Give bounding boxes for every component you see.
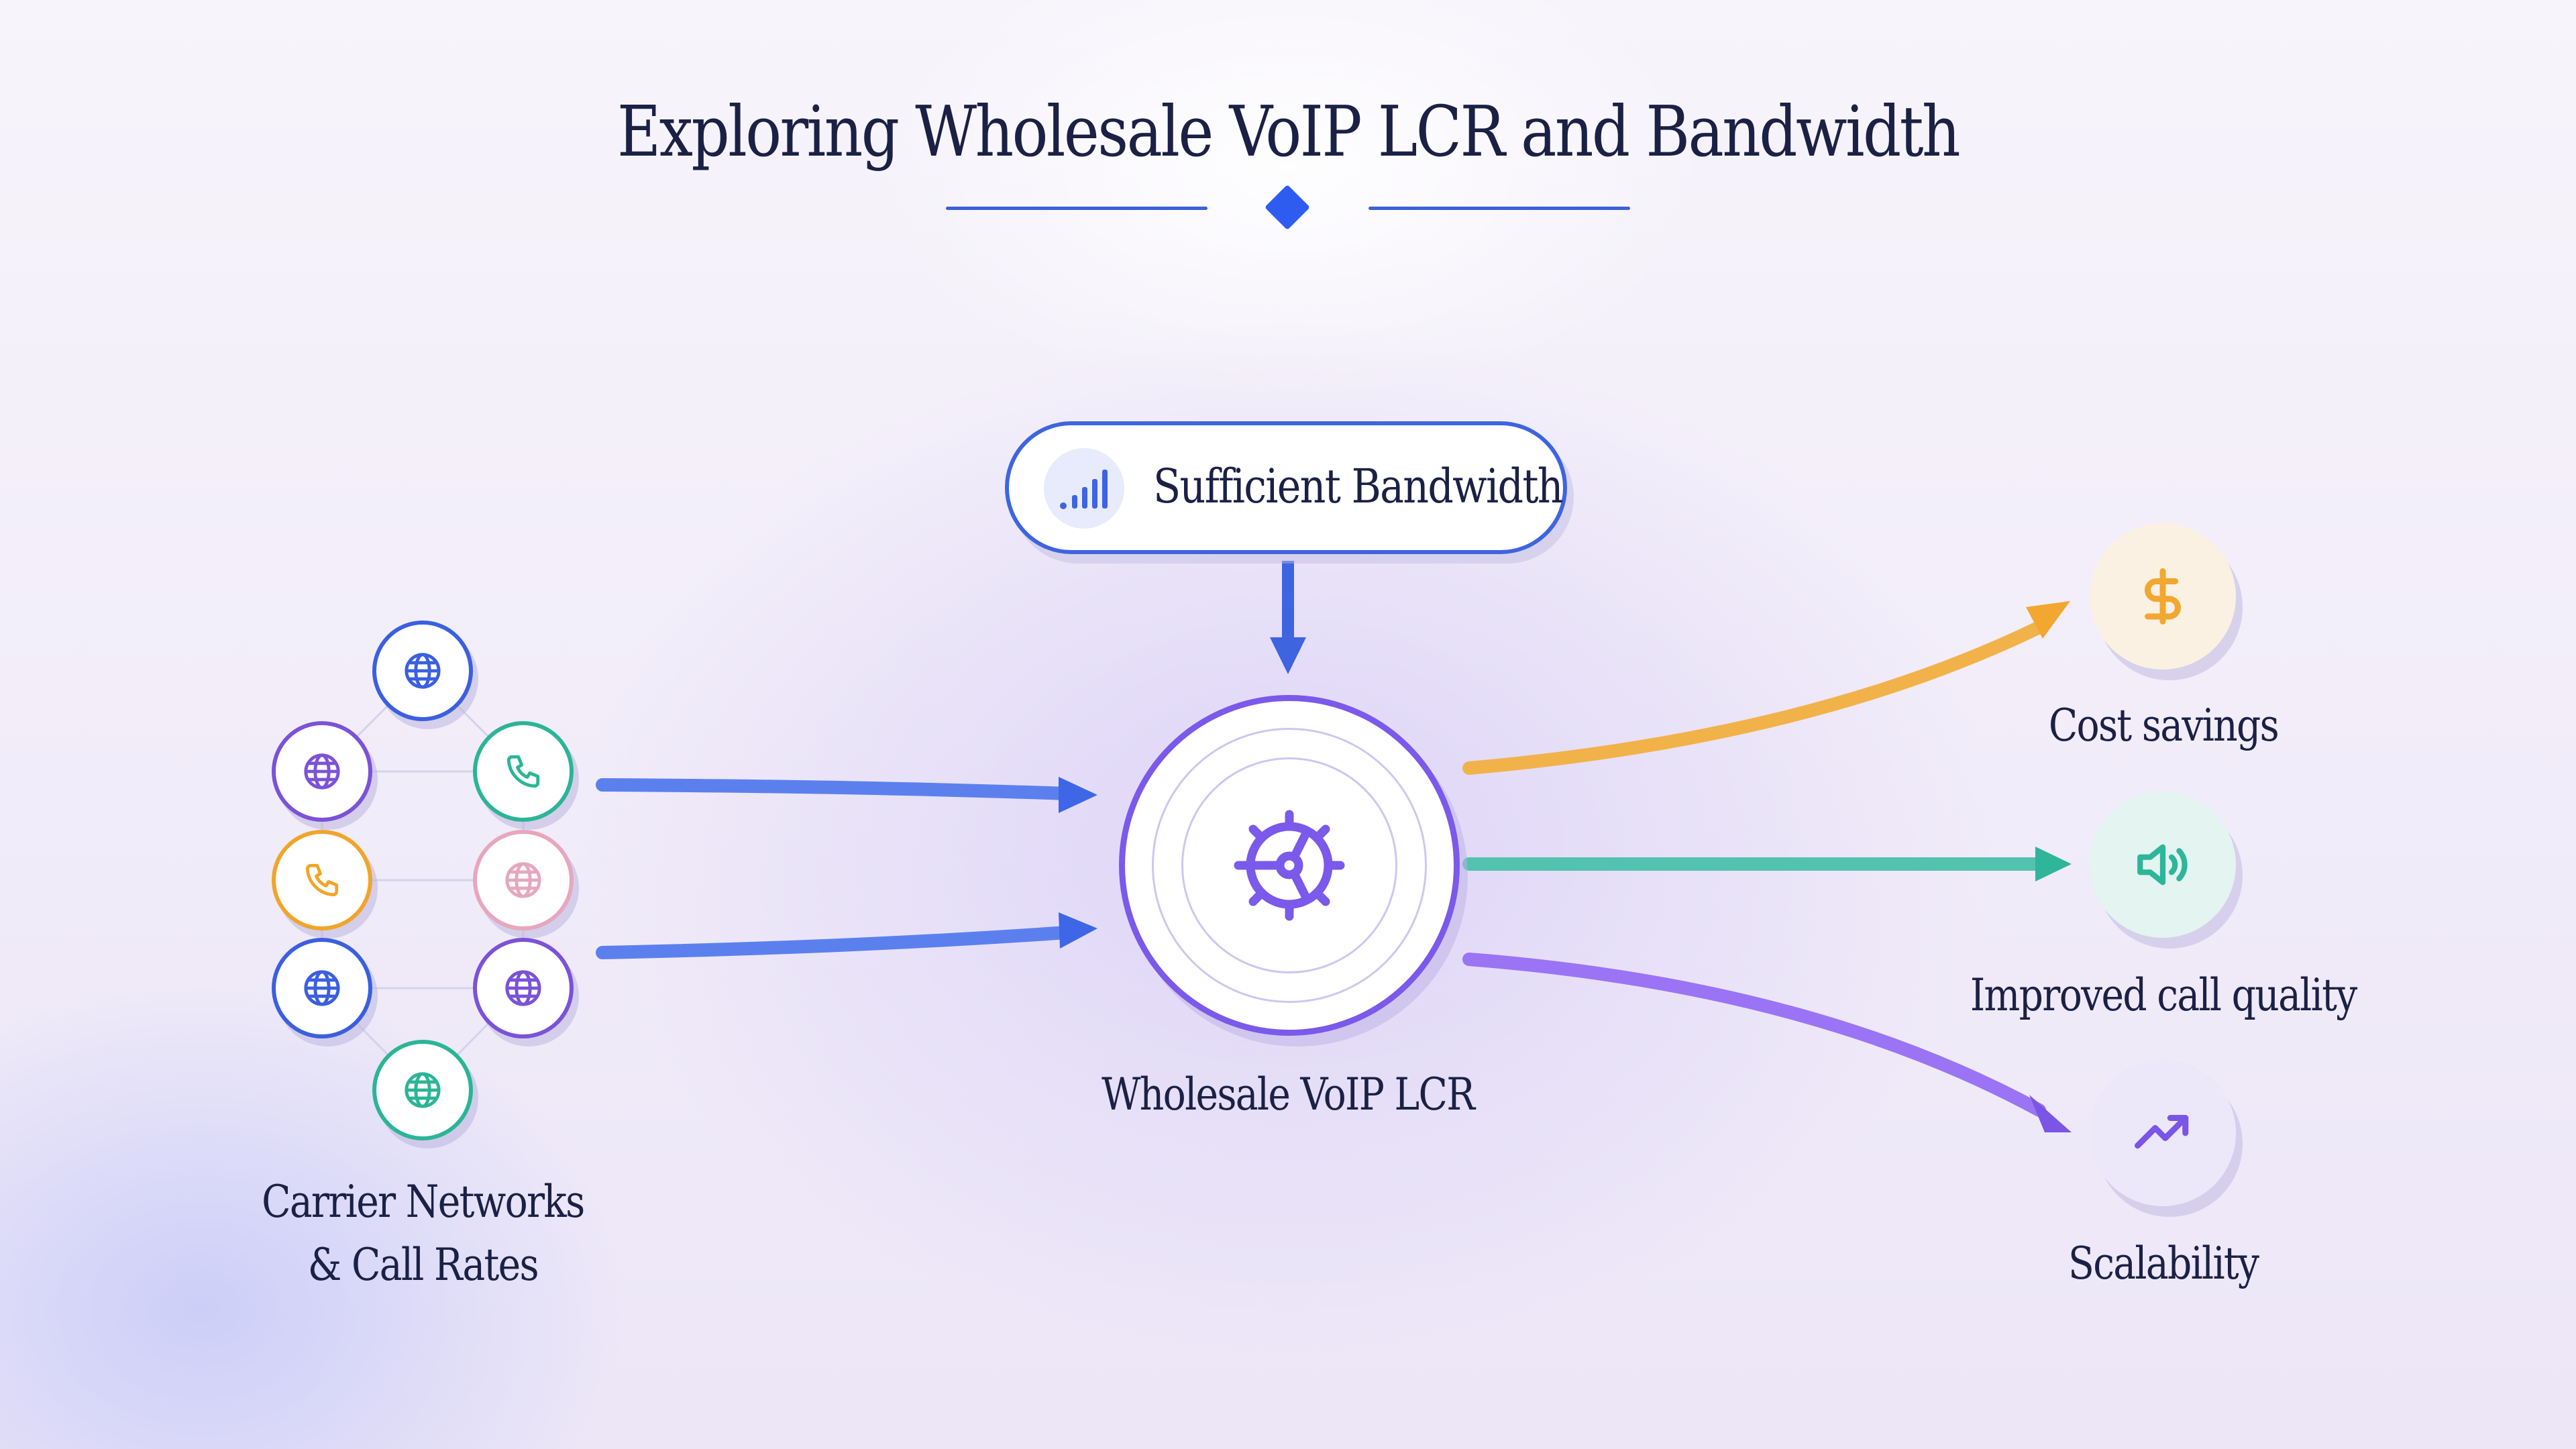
hub-outer-ring bbox=[1152, 728, 1427, 1003]
carrier-node-globe bbox=[372, 1040, 473, 1140]
carrier-node-phone bbox=[473, 721, 574, 822]
globe-icon bbox=[304, 753, 340, 790]
carrier-node-globe bbox=[272, 938, 372, 1038]
arrowhead bbox=[2026, 601, 2070, 639]
bandwidth-label: Sufficient Bandwidth bbox=[1153, 459, 1564, 514]
scalability-label: Scalability bbox=[2068, 1238, 2259, 1289]
scalability-node bbox=[2090, 1060, 2236, 1206]
improved-call-quality-node bbox=[2090, 792, 2236, 938]
carrier-label-line1: Carrier Networks bbox=[261, 1176, 585, 1228]
carrier-networks-label: Carrier Networks & Call Rates bbox=[154, 1171, 691, 1296]
phone-icon bbox=[506, 755, 540, 788]
globe-icon bbox=[304, 970, 340, 1006]
hub-inner-ring bbox=[1181, 757, 1397, 973]
globe-icon bbox=[405, 653, 441, 689]
arrowhead bbox=[2035, 847, 2072, 881]
improved-call-quality-label: Improved call quality bbox=[1970, 969, 2357, 1021]
sufficient-bandwidth-node: Sufficient Bandwidth bbox=[1005, 421, 1567, 554]
title-rule-left bbox=[946, 207, 1208, 210]
carrier-node-globe bbox=[473, 938, 574, 1038]
hub-to-scalability-arrow bbox=[1462, 953, 2046, 1117]
carrier-node-globe bbox=[473, 830, 574, 930]
phone-icon bbox=[305, 863, 339, 897]
arrowhead bbox=[2029, 1095, 2072, 1132]
dollar-icon bbox=[2145, 568, 2181, 625]
carrier-node-globe bbox=[272, 721, 372, 822]
arrowhead bbox=[1270, 637, 1306, 674]
title-rule-right bbox=[1368, 207, 1630, 210]
carrier-node-globe bbox=[372, 621, 473, 721]
arrowhead bbox=[1059, 777, 1097, 813]
globe-icon bbox=[505, 862, 541, 898]
carrier-to-hub-arrow-top bbox=[596, 778, 1073, 800]
signal-bars-icon bbox=[1044, 448, 1124, 529]
cost-savings-node bbox=[2090, 523, 2236, 669]
globe-icon bbox=[405, 1072, 441, 1108]
globe-icon bbox=[505, 970, 541, 1006]
trend-up-icon bbox=[2135, 1115, 2189, 1149]
hub-label: Wholesale VoIP LCR bbox=[1102, 1069, 1475, 1120]
hub-to-cost-savings-arrow bbox=[1462, 621, 2046, 775]
cost-savings-label: Cost savings bbox=[2048, 700, 2279, 751]
arrowhead bbox=[1059, 912, 1097, 949]
carrier-to-hub-arrow-bottom bbox=[596, 926, 1073, 959]
diagram-title: Exploring Wholesale VoIP LCR and Bandwid… bbox=[616, 91, 1961, 172]
carrier-node-phone bbox=[272, 830, 372, 930]
gear-icon bbox=[1234, 810, 1345, 921]
carrier-label-line2: & Call Rates bbox=[307, 1238, 539, 1291]
speaker-icon bbox=[2137, 844, 2188, 885]
wholesale-voip-lcr-hub bbox=[1119, 695, 1460, 1036]
